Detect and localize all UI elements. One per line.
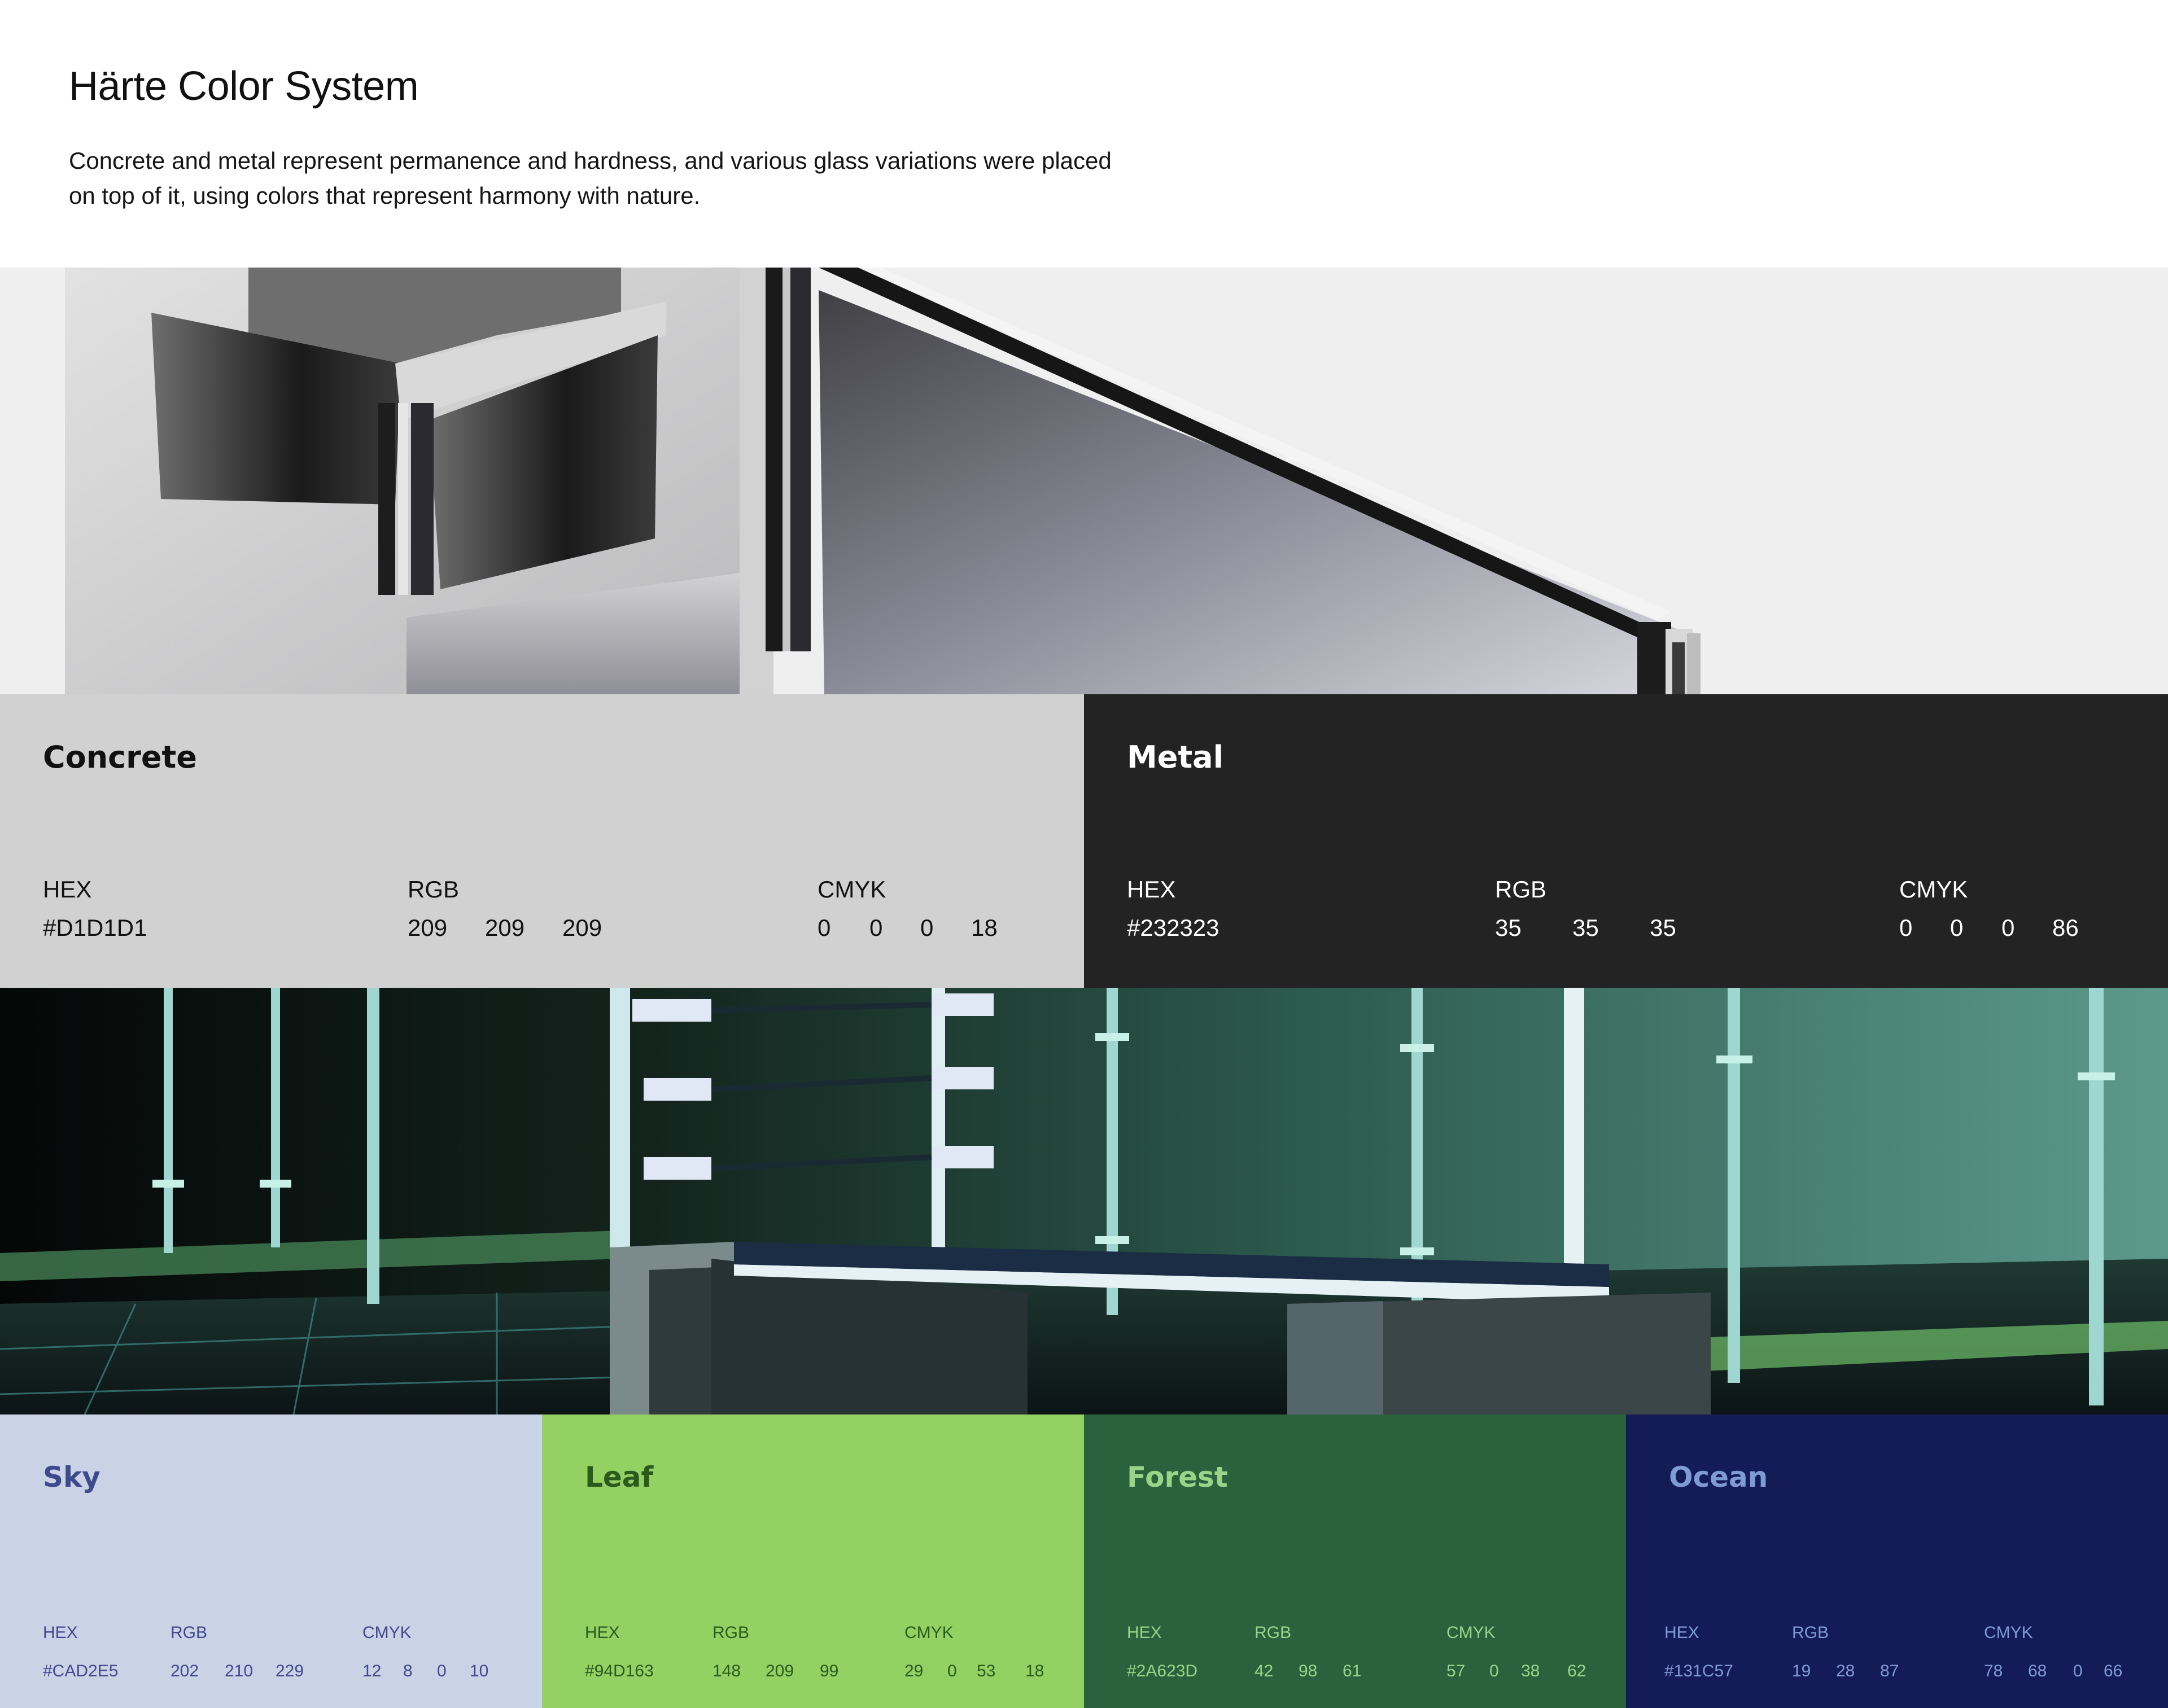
rgb-label: RGB xyxy=(1792,1623,1829,1642)
hex-value: #2A623D xyxy=(1127,1662,1198,1680)
rgb-b: 61 xyxy=(1343,1662,1362,1680)
rgb-g: 209 xyxy=(485,914,525,941)
rgb-g: 209 xyxy=(766,1662,794,1680)
rgb-r: 35 xyxy=(1495,914,1522,941)
swatch-forest: Forest HEX #2A623D RGB 42 98 61 CMYK 57 … xyxy=(1084,1414,1626,1708)
rgb-label: RGB xyxy=(408,876,460,903)
rgb-g: 28 xyxy=(1836,1662,1855,1680)
cmyk-label: CMYK xyxy=(1446,1623,1496,1642)
cmyk-label: CMYK xyxy=(362,1623,412,1642)
page-description: Concrete and metal represent permanence … xyxy=(69,147,1112,209)
cmyk-c: 0 xyxy=(818,914,831,941)
cmyk-y: 0 xyxy=(2001,914,2015,941)
cmyk-k: 62 xyxy=(1567,1662,1586,1680)
rgb-r: 148 xyxy=(713,1662,741,1680)
color-name: Metal xyxy=(1127,739,1224,775)
color-name: Forest xyxy=(1127,1461,1228,1494)
cmyk-k: 10 xyxy=(470,1662,489,1680)
cmyk-k: 66 xyxy=(2104,1662,2123,1680)
rgb-g: 98 xyxy=(1299,1662,1318,1680)
cmyk-c: 78 xyxy=(1984,1662,2003,1680)
cmyk-c: 29 xyxy=(904,1662,924,1680)
hex-label: HEX xyxy=(43,876,92,903)
cmyk-label: CMYK xyxy=(1899,876,1968,903)
swatch-concrete: Concrete HEX #D1D1D1 RGB 209 209 209 CMY… xyxy=(0,694,1084,988)
hex-label: HEX xyxy=(43,1623,78,1642)
cmyk-c: 0 xyxy=(1899,914,1913,941)
rgb-g: 35 xyxy=(1572,914,1599,941)
rgb-b: 35 xyxy=(1650,914,1676,941)
hex-label: HEX xyxy=(1127,1623,1162,1642)
hex-label: HEX xyxy=(1664,1623,1699,1642)
color-name: Concrete xyxy=(43,739,197,775)
cmyk-m: 8 xyxy=(403,1662,413,1680)
rgb-label: RGB xyxy=(1255,1623,1292,1642)
cmyk-m: 0 xyxy=(947,1662,957,1680)
color-name: Ocean xyxy=(1669,1461,1768,1494)
hex-value: #D1D1D1 xyxy=(43,914,147,941)
cmyk-k: 18 xyxy=(1025,1662,1044,1680)
cmyk-m: 68 xyxy=(2028,1662,2047,1680)
rgb-r: 209 xyxy=(408,914,448,941)
swatch-sky: Sky HEX #CAD2E5 RGB 202 210 229 CMYK 12 … xyxy=(0,1414,542,1708)
rgb-r: 19 xyxy=(1792,1662,1811,1680)
rgb-r: 42 xyxy=(1255,1662,1274,1680)
hex-label: HEX xyxy=(1127,876,1176,903)
hex-value: #131C57 xyxy=(1664,1662,1733,1680)
rgb-r: 202 xyxy=(171,1662,199,1680)
rgb-b: 87 xyxy=(1880,1662,1899,1680)
cmyk-y: 53 xyxy=(977,1662,996,1680)
hex-value: #CAD2E5 xyxy=(43,1662,119,1680)
rgb-b: 229 xyxy=(276,1662,304,1680)
concrete-metal-render xyxy=(0,268,2168,694)
cmyk-y: 38 xyxy=(1521,1662,1540,1680)
rgb-label: RGB xyxy=(713,1623,750,1642)
glass-interior-render xyxy=(0,988,2168,1414)
cmyk-k: 18 xyxy=(971,914,998,941)
hex-label: HEX xyxy=(585,1623,620,1642)
hex-value: #232323 xyxy=(1127,914,1220,941)
cmyk-m: 0 xyxy=(869,914,883,941)
cmyk-y: 0 xyxy=(437,1662,447,1680)
cmyk-y: 0 xyxy=(920,914,934,941)
swatch-metal: Metal HEX #232323 RGB 35 35 35 CMYK 0 0 … xyxy=(1084,694,2168,988)
swatch-leaf: Leaf HEX #94D163 RGB 148 209 99 CMYK 29 … xyxy=(542,1414,1084,1708)
rgb-label: RGB xyxy=(1495,876,1547,903)
cmyk-c: 57 xyxy=(1446,1662,1466,1680)
rgb-b: 209 xyxy=(562,914,602,941)
cmyk-label: CMYK xyxy=(904,1623,954,1642)
cmyk-c: 12 xyxy=(362,1662,382,1680)
cmyk-label: CMYK xyxy=(1984,1623,2033,1642)
cmyk-label: CMYK xyxy=(818,876,886,903)
color-name: Leaf xyxy=(585,1461,654,1494)
hex-value: #94D163 xyxy=(585,1662,654,1680)
cmyk-m: 0 xyxy=(1489,1662,1499,1680)
page-title: Härte Color System xyxy=(69,64,419,109)
cmyk-k: 86 xyxy=(2052,914,2079,941)
cmyk-m: 0 xyxy=(1950,914,1964,941)
color-name: Sky xyxy=(43,1461,100,1494)
rgb-g: 210 xyxy=(225,1662,253,1680)
rgb-b: 99 xyxy=(820,1662,839,1680)
swatch-ocean: Ocean HEX #131C57 RGB 19 28 87 CMYK 78 6… xyxy=(1626,1414,2168,1708)
rgb-label: RGB xyxy=(171,1623,208,1642)
cmyk-y: 0 xyxy=(2073,1662,2083,1680)
header: Härte Color System Concrete and metal re… xyxy=(0,0,2168,268)
